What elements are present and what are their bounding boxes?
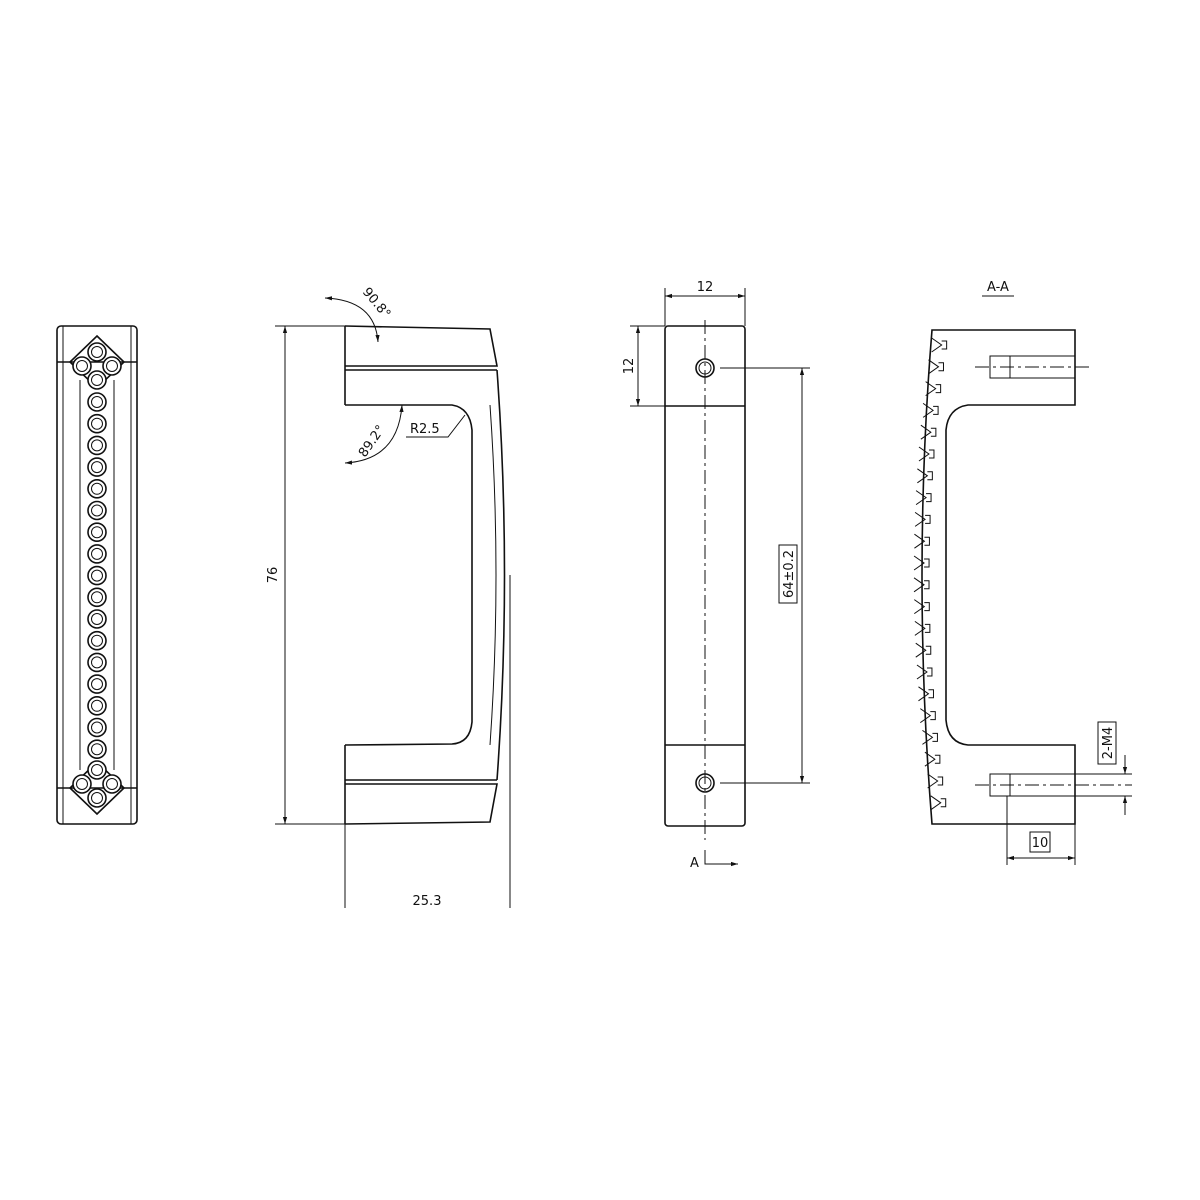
stone-seat [927,773,944,789]
crystal-stone [91,591,103,604]
dim-radius: R2.5 [410,422,440,437]
dim-width: 12 [697,280,714,295]
dim-angle-inner: 89.2° [356,423,389,461]
crystal-stone [91,504,103,517]
crystal-stone [106,360,118,372]
stone-seat [922,402,939,418]
stone-seat [918,686,934,702]
crystal-stone [76,360,88,372]
crystal-stone [91,678,103,691]
stone-seat [930,795,947,811]
crystal-stone [91,634,103,647]
stone-seat [918,446,935,462]
crystal-stones [72,342,122,808]
stone-seat [914,620,931,636]
crystal-stone [91,699,103,712]
stone-seat [914,599,930,615]
stone-seat [917,468,933,484]
stone-seat [925,381,942,397]
stone-seat [920,424,937,440]
dim-angle-top: 90.8° [359,285,393,322]
crystal-stone [91,346,103,358]
thread-label: 2-M4 [1101,727,1116,759]
stone-seat [913,555,930,571]
stone-seat [931,337,948,353]
front-view [56,325,138,825]
section-view: A-A 2-M4 10 [913,280,1132,865]
stone-seat [920,708,936,724]
crystal-stone [91,374,103,386]
crystal-stone [91,417,103,430]
dim-end-length: 12 [622,358,637,375]
crystal-stone [91,461,103,474]
stone-seat [924,751,941,767]
section-title: A-A [987,280,1009,295]
crystal-stone [91,613,103,625]
stone-seat [913,577,930,593]
stone-seat [922,729,938,745]
dim-thread-depth: 10 [1032,836,1049,851]
top-view: 12 12 64±0.2 A [622,280,810,871]
crystal-stone [91,482,103,495]
dim-hole-pitch: 64±0.2 [782,550,797,598]
crystal-stone [91,743,103,756]
stone-seat [915,490,932,506]
crystal-stone [91,721,103,734]
crystal-stone [91,396,103,408]
crystal-stone [91,439,103,452]
crystal-stone [91,547,103,560]
stone-seat [928,359,944,375]
stone-seat [916,664,933,680]
stone-seat [914,511,931,527]
crystal-stone [91,656,103,669]
stone-seats [913,337,948,811]
side-view: 76 25.3 90.8° 89.2° R2.5 [266,285,511,909]
section-marker: A [690,856,699,871]
crystal-stone [106,778,118,790]
stone-seat [915,642,932,658]
dim-height: 76 [266,567,281,584]
crystal-stone [91,526,103,539]
stone-seat [914,533,930,549]
dim-depth: 25.3 [413,894,442,909]
crystal-stone [91,764,103,776]
crystal-stone [76,778,88,790]
crystal-stone [91,792,103,804]
crystal-stone [91,569,103,582]
